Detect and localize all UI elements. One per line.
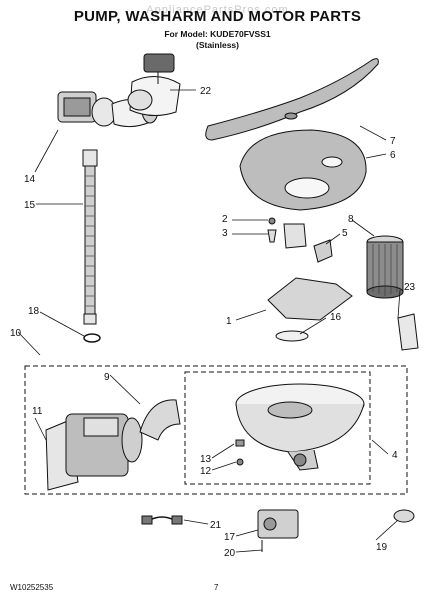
- screw-part: [267, 217, 333, 263]
- callout-17: 17: [224, 532, 236, 543]
- screw-part: [236, 458, 244, 466]
- callout-19: 19: [376, 542, 388, 553]
- watermark: AppliancePartsPros.com: [146, 4, 289, 16]
- callout-14: 14: [24, 174, 36, 185]
- callout-12: 12: [200, 466, 212, 477]
- screw-part: [235, 439, 245, 447]
- motor-part: [45, 413, 143, 491]
- clip-part: [397, 313, 419, 351]
- callout-6: 6: [390, 150, 396, 161]
- callout-2: 2: [222, 214, 228, 225]
- callout-3: 3: [222, 228, 228, 239]
- grommet-part: [393, 509, 415, 523]
- upper-wash-arm-part: [205, 58, 379, 141]
- seal-part: [275, 330, 309, 342]
- callout-7: 7: [390, 136, 396, 147]
- wire-harness-part: [149, 516, 175, 521]
- motor-hose-part: [139, 399, 181, 441]
- valve-part: [257, 509, 299, 552]
- drain-hose-part: [82, 149, 98, 325]
- callout-18: 18: [28, 306, 40, 317]
- assembly-box-10: [24, 365, 408, 495]
- wash-arm-shroud-part: [239, 112, 367, 211]
- page-number: 7: [214, 583, 219, 592]
- sump-part: [235, 383, 365, 471]
- finish-line: (Stainless): [196, 40, 239, 50]
- page-title: PUMP, WASHARM AND MOTOR PARTS: [73, 8, 362, 25]
- callout-21: 21: [210, 520, 222, 531]
- assembly-box-4: [184, 371, 371, 485]
- callout-20: 20: [224, 548, 236, 559]
- callout-11: 11: [32, 406, 43, 417]
- callout-23: 23: [404, 282, 416, 293]
- callout-10: 10: [10, 328, 22, 339]
- filter-part: [366, 235, 404, 299]
- document-number: W10252535: [10, 583, 54, 592]
- wire-harness-part: [141, 515, 153, 525]
- callout-15: 15: [24, 200, 36, 211]
- callout-16: 16: [330, 312, 342, 323]
- callout-1: 1: [226, 316, 232, 327]
- hose-clamp-part: [83, 333, 101, 343]
- drain-housing-part: [127, 53, 181, 116]
- model-line: For Model: KUDE70FVSS1: [164, 29, 271, 39]
- callout-22: 22: [200, 86, 212, 97]
- lower-arm-mount-part: [267, 277, 353, 321]
- callout-8: 8: [348, 214, 354, 225]
- wire-harness-part: [171, 515, 183, 525]
- callout-4: 4: [392, 450, 398, 461]
- callout-13: 13: [200, 454, 212, 465]
- callout-5: 5: [342, 228, 348, 239]
- callout-9: 9: [104, 372, 110, 383]
